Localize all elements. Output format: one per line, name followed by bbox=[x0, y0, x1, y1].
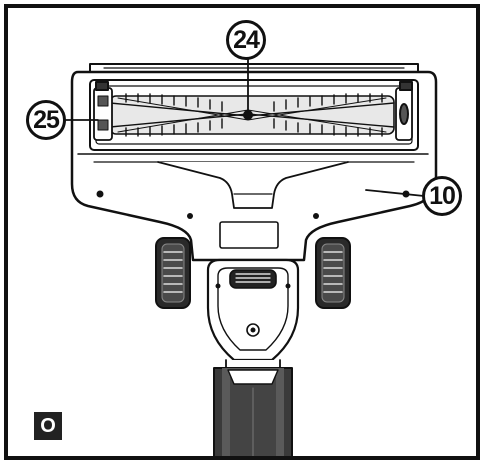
diagram-frame: 24 25 10 O bbox=[4, 4, 480, 460]
callout-24: 24 bbox=[226, 20, 266, 60]
release-button bbox=[229, 269, 277, 289]
neck-screw bbox=[246, 323, 260, 337]
extension-tube bbox=[213, 359, 293, 456]
vacuum-floor-head-illustration bbox=[65, 55, 438, 456]
housing-screws bbox=[96, 190, 410, 219]
right-wheel bbox=[315, 237, 351, 309]
air-channel bbox=[157, 161, 349, 209]
callout-25: 25 bbox=[26, 100, 66, 140]
brush-roll bbox=[109, 93, 395, 137]
callout-10: 10 bbox=[422, 176, 462, 216]
callout-leaders bbox=[65, 55, 425, 197]
label-recess bbox=[219, 221, 279, 249]
brush-end-cap-latch bbox=[93, 81, 113, 141]
panel-label: O bbox=[34, 412, 62, 440]
brush-end-cap-right bbox=[395, 81, 413, 141]
housing-top-rim bbox=[89, 63, 419, 73]
left-wheel bbox=[155, 237, 191, 309]
